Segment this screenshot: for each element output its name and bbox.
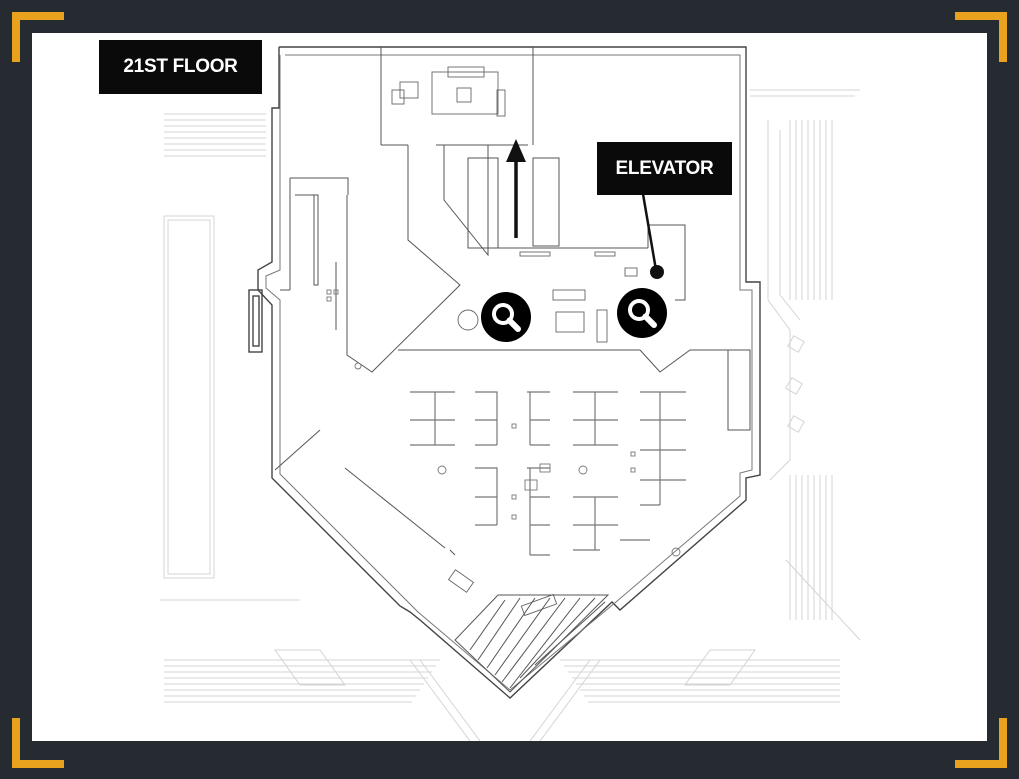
elevator-label: ELEVATOR <box>597 142 732 195</box>
floor-label: 21ST FLOOR <box>99 40 262 94</box>
floor-plan-map <box>32 33 987 741</box>
floor-plan-drawing <box>160 46 861 741</box>
direction-arrow-icon <box>506 139 526 238</box>
search-marker-elevator[interactable] <box>617 288 667 338</box>
elevator-pointer <box>641 193 664 279</box>
corner-bracket-bottom-left <box>12 716 64 768</box>
magnifier-icon <box>492 303 521 332</box>
corner-bracket-top-left <box>12 12 64 64</box>
corner-bracket-bottom-right <box>955 716 1007 768</box>
magnifier-icon <box>628 299 657 328</box>
search-marker-lounge[interactable] <box>481 292 531 342</box>
corner-bracket-top-right <box>955 12 1007 64</box>
